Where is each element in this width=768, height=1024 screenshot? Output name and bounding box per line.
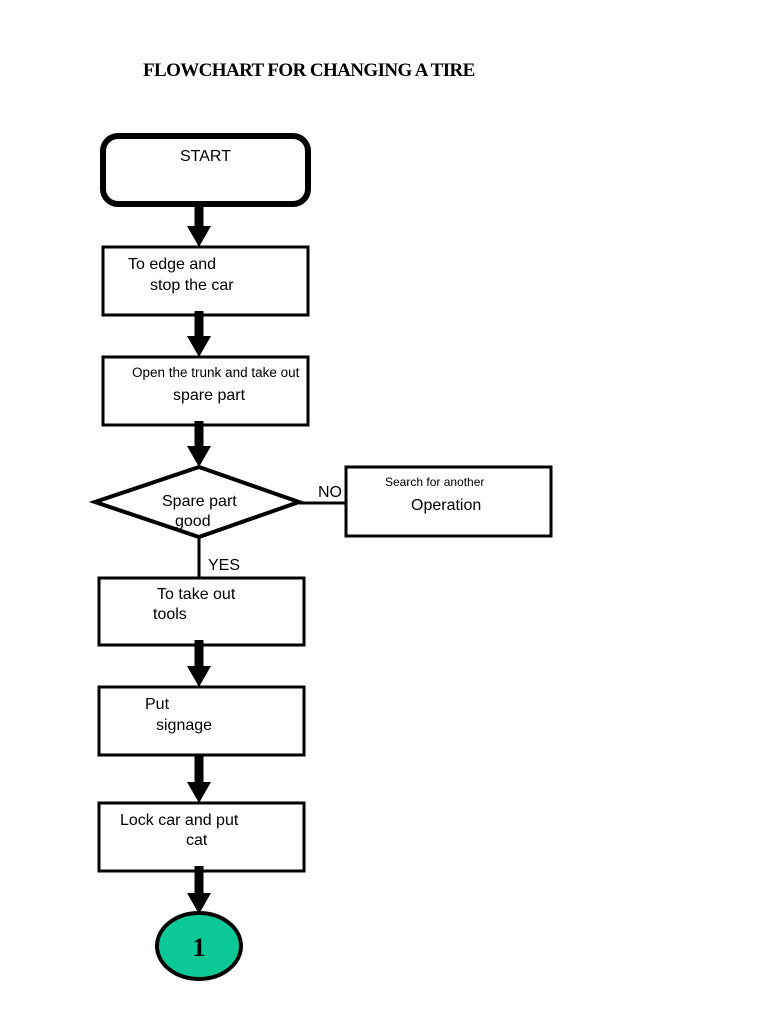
step4-shape (97, 685, 306, 757)
step3-label-line1: To take out (157, 586, 236, 603)
step3-node: To take out tools (97, 576, 306, 647)
step5-label-line1: Lock car and put (120, 812, 239, 829)
decision-label-line2: good (175, 513, 211, 530)
connector-label: 1 (193, 933, 206, 962)
alt-node: Search for another Operation (344, 465, 553, 538)
page-title: FLOWCHART FOR CHANGING A TIRE (143, 60, 475, 81)
step1-node: To edge and stop the car (101, 245, 310, 317)
alt-label-line2: Operation (411, 497, 481, 514)
step2-node: Open the trunk and take out spare part (101, 355, 310, 427)
step2-shape (101, 355, 310, 427)
edge-no-label: NO (318, 484, 342, 501)
arrow-step4-to-step5 (187, 755, 211, 803)
step1-shape (101, 245, 310, 317)
connector-circle (155, 911, 243, 981)
arrow-step1-to-step2 (187, 311, 211, 357)
arrow-step3-to-step4 (187, 640, 211, 687)
arrow-start-to-step1 (187, 205, 211, 247)
arrow-step2-to-decision (187, 421, 211, 467)
step1-label-line1: To edge and (128, 256, 216, 273)
step2-label-line2: spare part (173, 387, 246, 404)
start-label: START (180, 148, 231, 165)
step4-label-line1: Put (145, 696, 170, 713)
step4-label-line2: signage (156, 717, 212, 734)
start-node: START (100, 133, 311, 207)
connector-node: 1 (155, 911, 243, 981)
arrow-step5-to-connector (187, 866, 211, 914)
step3-shape (97, 576, 306, 647)
step4-node: Put signage (97, 685, 306, 757)
step1-label-line2: stop the car (150, 277, 234, 294)
start-shape (100, 133, 311, 207)
alt-shape (344, 465, 553, 538)
edge-yes: YES (197, 537, 240, 578)
edge-no: NO (299, 484, 346, 505)
decision-node: Spare part good (88, 464, 306, 540)
step5-node: Lock car and put cat (97, 801, 306, 873)
step3-label-line2: tools (153, 606, 187, 623)
step2-label-line1: Open the trunk and take out (132, 365, 300, 380)
alt-label-line1: Search for another (385, 475, 484, 489)
decision-label-line1: Spare part (162, 493, 237, 510)
edge-yes-label: YES (208, 557, 240, 574)
step5-label-line2: cat (186, 832, 208, 849)
